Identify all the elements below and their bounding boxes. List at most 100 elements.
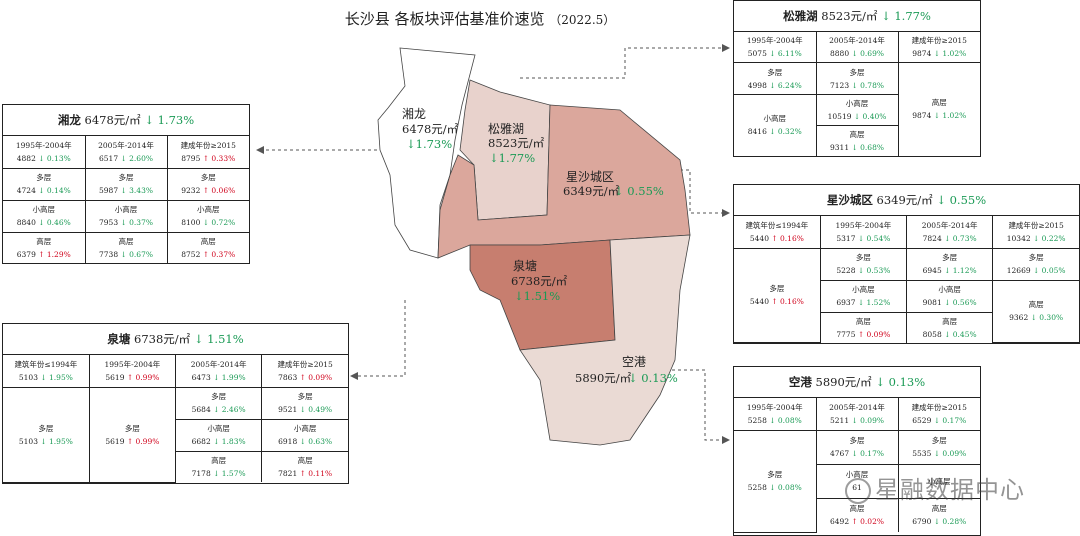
connector-konggang (660, 369, 728, 441)
cell-value: 8058 ↓ 0.45% (908, 328, 991, 341)
cell-label: 小高层 (938, 285, 961, 294)
cell-value: 6529 ↓ 0.17% (900, 414, 980, 427)
cell-change: ↓ 0.30% (1028, 313, 1064, 323)
cell-value: 5211 ↓ 0.09% (818, 414, 897, 427)
cell-change: ↓ 0.14% (35, 186, 71, 195)
cell-price: 7824 (922, 233, 942, 243)
label-xingsha: 星沙城区 6349元/㎡ ↓ 0.55% (563, 170, 664, 198)
cell-value: 6492 ↑ 0.02% (818, 515, 897, 528)
cell-value: 9362 ↓ 0.30% (994, 311, 1078, 324)
cell-label: 多层 (855, 253, 871, 262)
cell-price: 8840 (16, 218, 36, 227)
cell-price: 5103 (18, 436, 38, 446)
cell-value: 7123 ↓ 0.78% (818, 79, 897, 92)
cell-value: 6945 ↓ 1.12% (908, 264, 991, 277)
cell-price: 6945 (922, 266, 942, 275)
cell-price: 10519 (827, 112, 852, 121)
panel-header-quantang: 泉塘 6738元/㎡ ↓ 1.51% (3, 324, 348, 355)
cell-value: 6790 ↓ 0.28% (900, 515, 980, 528)
cell-label: 高层 (200, 237, 216, 247)
cell-label: 高层 (849, 130, 865, 139)
cell-value: 5103 ↓ 1.95% (4, 435, 88, 448)
cell-change: ↓ 0.28% (931, 517, 967, 527)
cell-change: ↓ 0.08% (766, 483, 802, 492)
cell-price: 6682 (191, 437, 211, 446)
cell-price: 9081 (922, 298, 942, 307)
cell-value: 8840 ↓ 0.46% (4, 216, 84, 229)
cell-value: 9311 ↓ 0.68% (818, 141, 897, 154)
cell-label: 高层 (297, 455, 313, 465)
region-konggang[interactable] (519, 234, 691, 446)
cell-change: ↓ 0.69% (849, 49, 884, 58)
cell-value: 12669 ↓ 0.05% (994, 264, 1078, 277)
cell-value: 7775 ↑ 0.09% (822, 328, 905, 341)
panel-title: 泉塘 (107, 332, 131, 346)
cell-price: 5440 (749, 233, 769, 243)
cell-price: 5258 (747, 483, 767, 492)
cell-change: ↓ 6.11% (766, 49, 802, 58)
arrowhead-konggang (722, 436, 730, 444)
cell-change: ↓ 0.78% (849, 80, 884, 90)
cell-value: 5228 ↓ 0.53% (822, 264, 905, 277)
cell-value: 5619 ↑ 0.99% (91, 371, 174, 384)
cell-change: ↓ 1.02% (931, 49, 967, 58)
panel-header-konggang: 空港 5890元/㎡ ↓ 0.13% (734, 367, 980, 398)
cell-label: 多层 (38, 423, 54, 433)
region-xianglong[interactable] (377, 47, 476, 259)
cell-change: ↑ 0.16% (768, 297, 804, 307)
cell-label: 1995年-2004年 (104, 359, 161, 369)
cell-price: 7123 (830, 80, 850, 90)
cell-label: 高层 (849, 504, 865, 514)
cell-label: 多层 (931, 436, 947, 445)
panel-change: ↓ 1.51% (193, 332, 244, 346)
cell-change: ↓ 0.73% (941, 233, 977, 243)
connector-songyahu (520, 47, 728, 79)
cell-change: ↓ 0.17% (931, 415, 967, 425)
connector-xianglong (258, 120, 396, 151)
cell-price: 5619 (105, 436, 125, 446)
cell-label: 1995年-2004年 (746, 36, 803, 45)
cell-label: 小高层 (928, 476, 951, 486)
cell-change: ↓ 1.83% (210, 437, 246, 446)
cell-price: 5684 (191, 405, 211, 414)
cell-label: 建成年份≥2015 (1008, 220, 1064, 230)
cell-price: 6918 (278, 437, 298, 446)
cell-price: 12669 (1006, 266, 1031, 275)
cell-value: 7863 ↑ 0.09% (263, 371, 347, 384)
cell-label: 高层 (36, 237, 52, 247)
panel-price: 6478元/㎡ (84, 113, 141, 127)
cell: 小高层 (897, 463, 980, 499)
cell-price: 6473 (191, 372, 211, 382)
cell-price: 6790 (912, 517, 932, 527)
cell-value: 4767 ↓ 0.17% (818, 447, 897, 460)
cell-value: 5440 ↑ 0.16% (735, 295, 819, 308)
cell-price: 4882 (16, 153, 36, 163)
region-xingsha[interactable] (437, 104, 691, 259)
cell-label: 小高层 (32, 205, 56, 214)
cell-value: 6937 ↓ 1.52% (822, 296, 905, 309)
panel-title: 空港 (788, 375, 812, 389)
map-name-songyahu: 松雅湖 (488, 121, 524, 136)
cell-change: ↑ 0.99% (124, 436, 160, 446)
cell-label: 多层 (767, 67, 783, 77)
cell-value: 7738 ↓ 0.67% (87, 248, 166, 261)
cell-value: 5440 ↑ 0.16% (735, 232, 819, 245)
